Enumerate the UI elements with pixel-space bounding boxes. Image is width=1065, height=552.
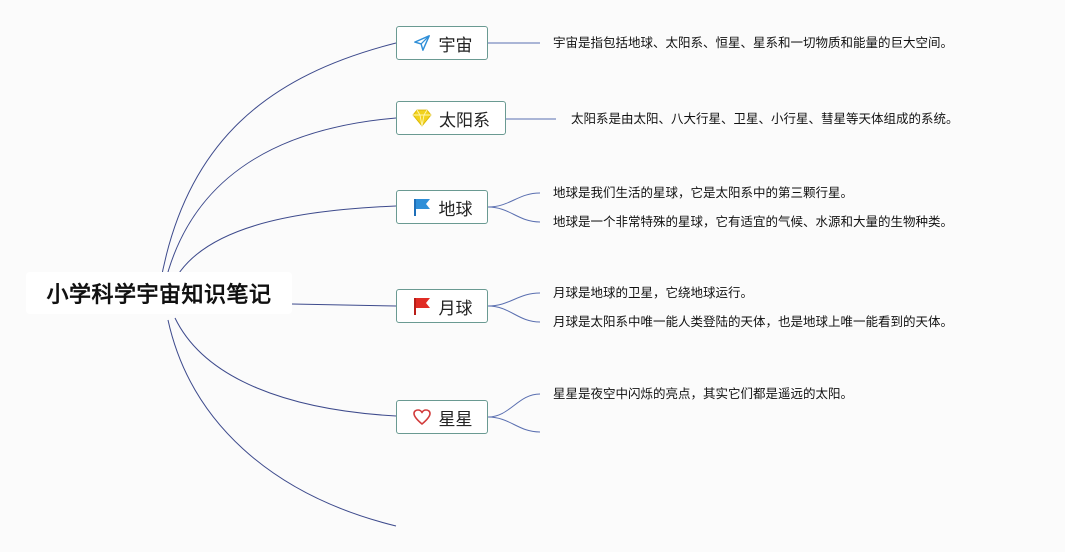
topic-solar-system[interactable]: 太阳系 [396, 101, 506, 135]
note-stars-1[interactable]: 星星是夜空中闪烁的亮点，其实它们都是遥远的太阳。 [553, 386, 854, 401]
topic-universe-label: 宇宙 [438, 35, 473, 56]
red-flag-icon [412, 296, 432, 316]
root-title: 小学科学宇宙知识笔记 [46, 283, 272, 308]
topic-stars[interactable]: 星星 [396, 400, 488, 434]
branch-moon [291, 303, 397, 307]
topic-solar-system-label: 太阳系 [439, 110, 490, 131]
topic-moon-label: 月球 [438, 298, 473, 319]
paper-plane-icon [412, 33, 432, 53]
note-moon-1[interactable]: 月球是地球的卫星，它绕地球运行。 [553, 285, 754, 300]
branch-earth [169, 205, 397, 291]
branch-universe [159, 42, 397, 286]
topic-moon[interactable]: 月球 [396, 289, 488, 323]
diamond-icon [412, 108, 432, 128]
sub-branch-earth-1 [487, 192, 541, 208]
note-universe-1[interactable]: 宇宙是指包括地球、太阳系、恒星、星系和一切物质和能量的巨大空间。 [553, 35, 954, 50]
note-moon-2[interactable]: 月球是太阳系中唯一能人类登陆的天体，也是地球上唯一能看到的天体。 [553, 314, 954, 329]
branch-open-end [167, 319, 397, 527]
sub-branch-moon-2 [487, 305, 541, 323]
branch-stars [174, 317, 397, 417]
topic-stars-label: 星星 [438, 409, 473, 430]
topic-earth[interactable]: 地球 [396, 190, 488, 224]
blue-flag-icon [412, 197, 432, 217]
branch-solar-system [163, 117, 397, 288]
heart-icon [412, 407, 432, 427]
sub-branch-stars-2 [487, 416, 541, 433]
note-solar-system-1[interactable]: 太阳系是由太阳、八大行星、卫星、小行星、彗星等天体组成的系统。 [571, 111, 959, 126]
note-earth-1[interactable]: 地球是我们生活的星球，它是太阳系中的第三颗行星。 [553, 185, 854, 200]
note-earth-2[interactable]: 地球是一个非常特殊的星球，它有适宜的气候、水源和大量的生物种类。 [553, 214, 954, 229]
sub-branch-moon-1 [487, 292, 541, 307]
sub-branch-earth-2 [487, 206, 541, 223]
topic-earth-label: 地球 [438, 199, 473, 220]
root-topic[interactable]: 小学科学宇宙知识笔记 [26, 272, 292, 314]
sub-branch-stars-1 [487, 393, 541, 418]
topic-universe[interactable]: 宇宙 [396, 26, 488, 60]
